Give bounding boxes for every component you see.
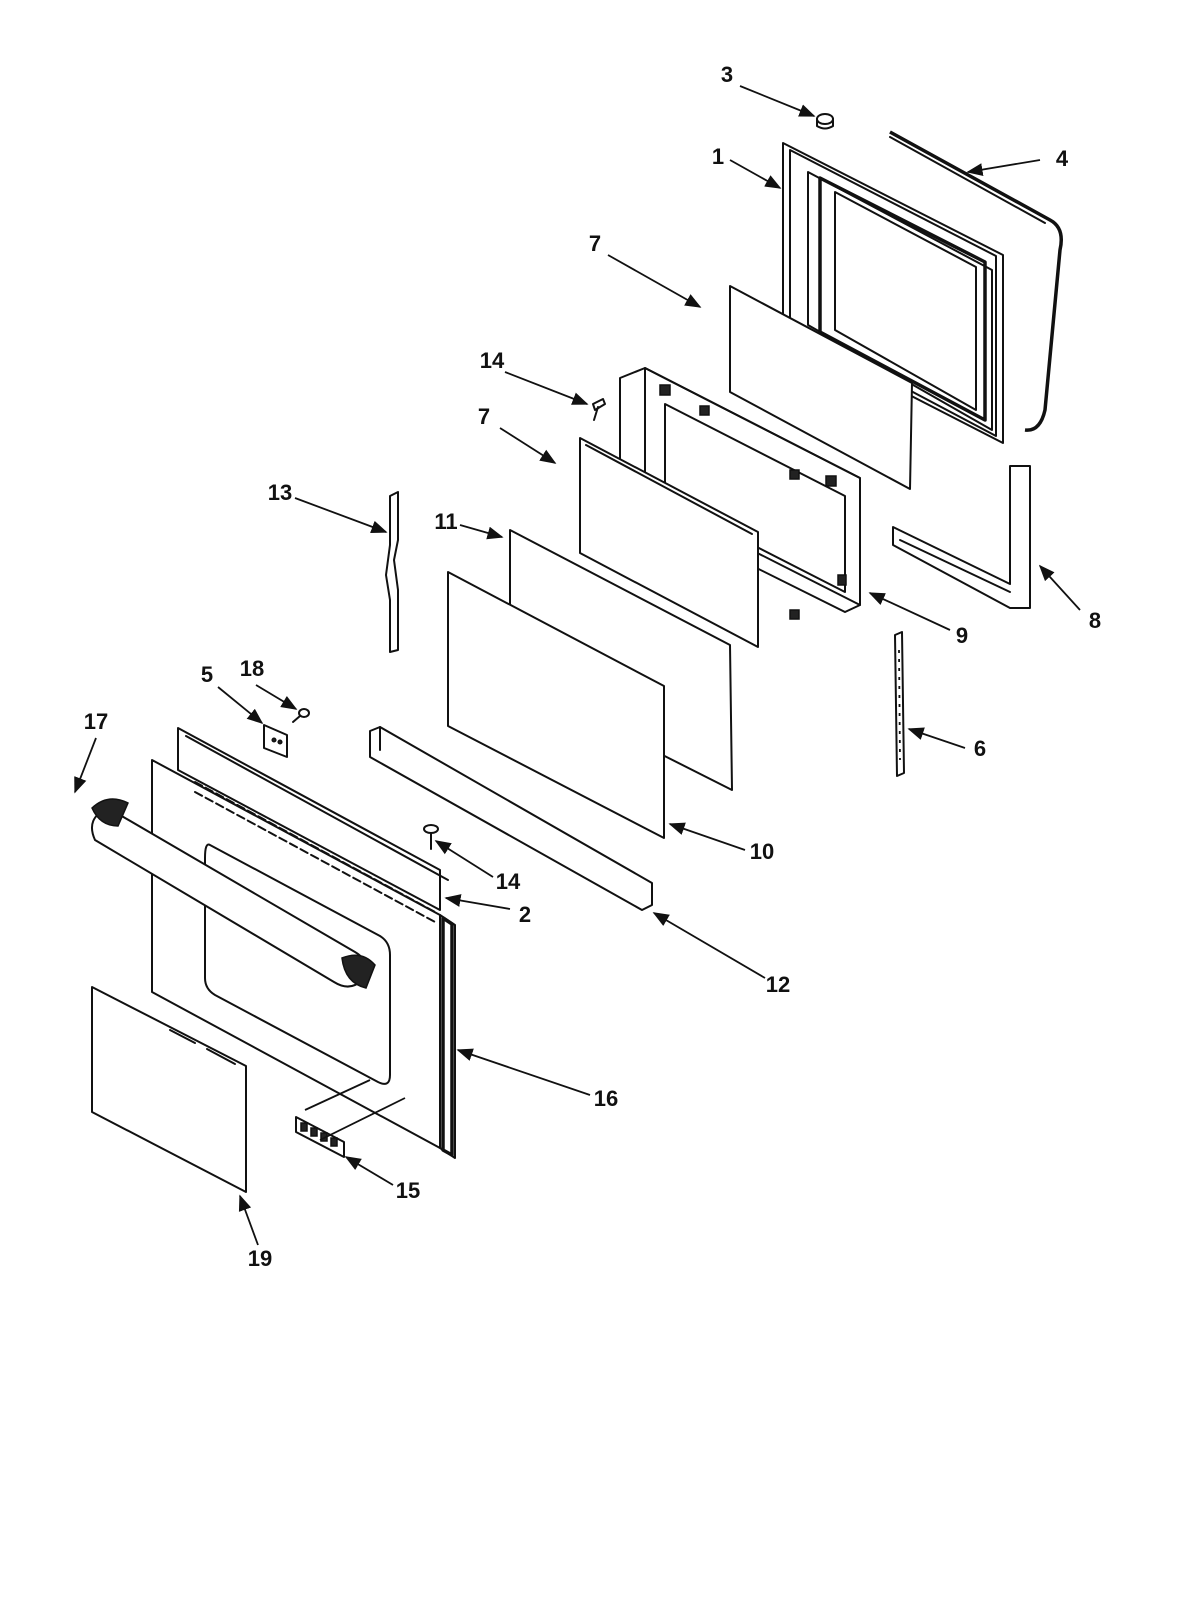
part-bracket-plate	[263, 724, 288, 758]
leader-15	[344, 1156, 394, 1186]
leader-12	[652, 912, 766, 979]
leader-17	[74, 737, 97, 794]
part-inner-glass-lower	[579, 437, 759, 648]
part-hinge-channel	[894, 631, 905, 777]
leader-14-lower	[434, 840, 494, 878]
callout-3: 3	[721, 62, 733, 87]
callout-10: 10	[750, 839, 774, 864]
callout-labels: 1 2 3 4 5 6 7 7 8 9 10 11 12 13 14 14 15…	[84, 62, 1101, 1271]
part-outer-door	[151, 759, 456, 1159]
leader-9	[868, 592, 951, 631]
leader-7-lower	[499, 427, 557, 464]
callout-5: 5	[201, 662, 213, 687]
callout-2: 2	[519, 902, 531, 927]
callout-8: 8	[1089, 608, 1101, 633]
leader-8	[1038, 564, 1081, 611]
part-bumper	[816, 113, 834, 130]
leader-5	[217, 686, 264, 725]
leader-7-upper	[607, 254, 702, 308]
callout-17: 17	[84, 709, 108, 734]
callout-16: 16	[594, 1086, 618, 1111]
leader-2	[444, 894, 511, 910]
callout-18: 18	[240, 656, 264, 681]
part-vent-baffle	[177, 727, 449, 911]
leader-14-upper	[504, 371, 589, 405]
leader-1	[729, 159, 782, 189]
leader-16	[456, 1048, 591, 1096]
leader-10	[668, 822, 746, 851]
callout-14-lower: 14	[496, 869, 521, 894]
callout-6: 6	[974, 736, 986, 761]
part-screw-upper	[592, 398, 606, 421]
part-hinge-bracket	[385, 491, 399, 653]
part-outer-glass	[447, 571, 665, 839]
leader-19	[238, 1194, 259, 1246]
callout-15: 15	[396, 1178, 420, 1203]
part-side-trim	[892, 465, 1031, 609]
part-inner-glass-upper	[729, 285, 913, 490]
leader-4	[966, 159, 1041, 176]
part-channel-bar	[369, 726, 653, 911]
leader-18	[255, 684, 298, 710]
callout-4: 4	[1056, 146, 1069, 171]
part-inner-door-panel	[782, 142, 1004, 444]
callout-9: 9	[956, 623, 968, 648]
callout-19: 19	[248, 1246, 272, 1271]
part-screw-small	[292, 708, 310, 723]
part-screw-lower	[423, 824, 439, 850]
callout-12: 12	[766, 972, 790, 997]
callout-1: 1	[712, 144, 724, 169]
leader-11	[459, 524, 504, 540]
callout-13: 13	[268, 480, 292, 505]
callout-7-lower: 7	[478, 404, 490, 429]
part-door-gasket	[889, 130, 1063, 432]
callout-14-upper: 14	[480, 348, 505, 373]
leader-lines	[74, 85, 1081, 1246]
part-window-glass	[91, 986, 247, 1193]
callout-11: 11	[434, 509, 457, 534]
leader-3	[739, 85, 816, 117]
callout-7-upper: 7	[589, 231, 601, 256]
leader-13	[294, 497, 388, 533]
leader-6	[907, 727, 966, 749]
part-door-handle	[91, 798, 376, 989]
part-nameplate-badge	[295, 1079, 406, 1158]
